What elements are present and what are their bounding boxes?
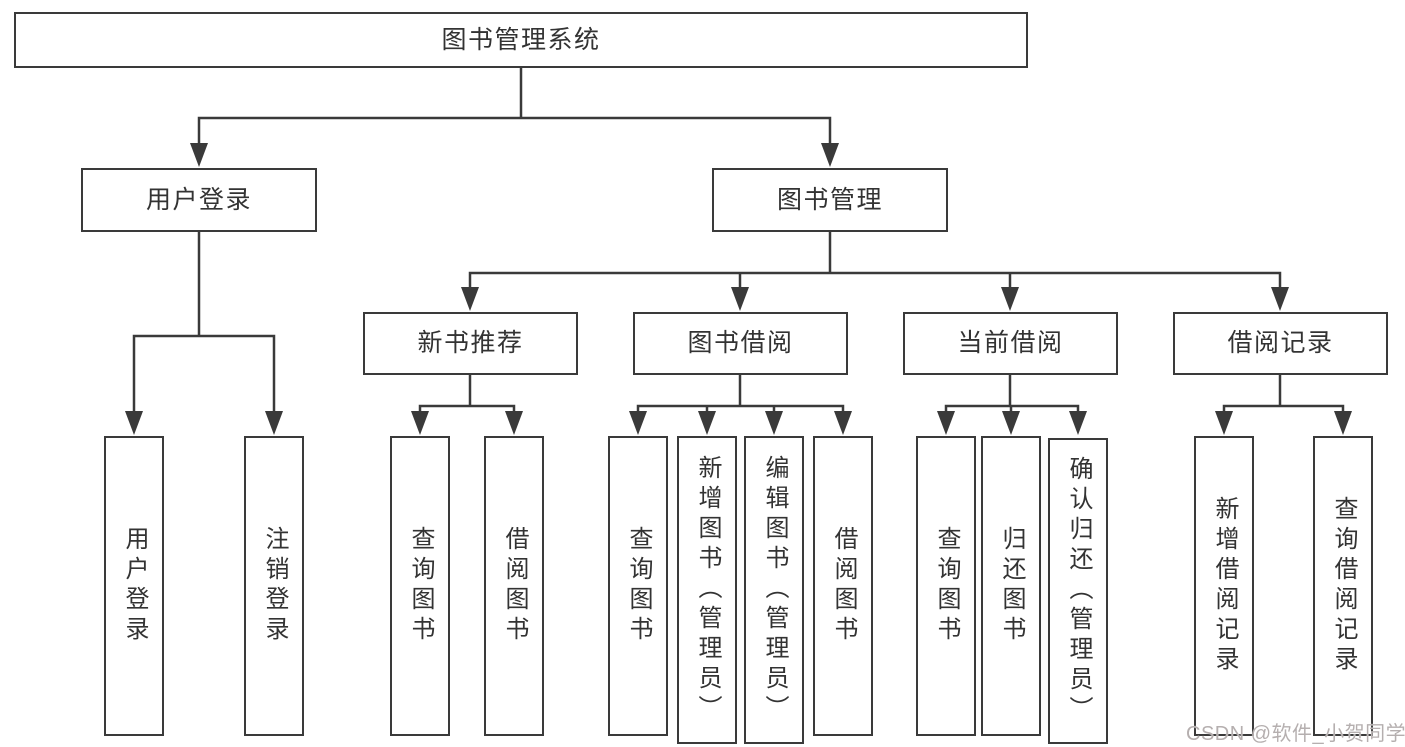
leaf-records-query-record: 查询借阅记录 [1313,436,1373,736]
csdn-watermark: CSDN @软件_小贺同学 [1186,723,1405,745]
leaf-current-confirm-return-admin: 确认归还（管理员） [1048,438,1108,744]
node-new-book-recommendation: 新书推荐 [363,312,578,375]
leaf-records-add-record: 新增借阅记录 [1194,436,1254,736]
leaf-borrowing-query-book: 查询图书 [608,436,668,736]
leaf-borrowing-edit-book-admin: 编辑图书（管理员） [744,436,804,744]
node-current-borrowing: 当前借阅 [903,312,1118,375]
leaf-borrowing-add-book-admin: 新增图书（管理员） [677,436,737,744]
node-user-login: 用户登录 [81,168,317,232]
node-book-borrowing: 图书借阅 [633,312,848,375]
node-borrowing-records: 借阅记录 [1173,312,1388,375]
leaf-user-login: 用户登录 [104,436,164,736]
leaf-logout: 注销登录 [244,436,304,736]
leaf-recommend-borrow-book: 借阅图书 [484,436,544,736]
arrowheads [125,143,1352,435]
node-root: 图书管理系统 [14,12,1028,68]
leaf-current-return-book: 归还图书 [981,436,1041,736]
node-book-management: 图书管理 [712,168,948,232]
leaf-recommend-query-book: 查询图书 [390,436,450,736]
leaf-current-query-book: 查询图书 [916,436,976,736]
leaf-borrowing-borrow-book: 借阅图书 [813,436,873,736]
